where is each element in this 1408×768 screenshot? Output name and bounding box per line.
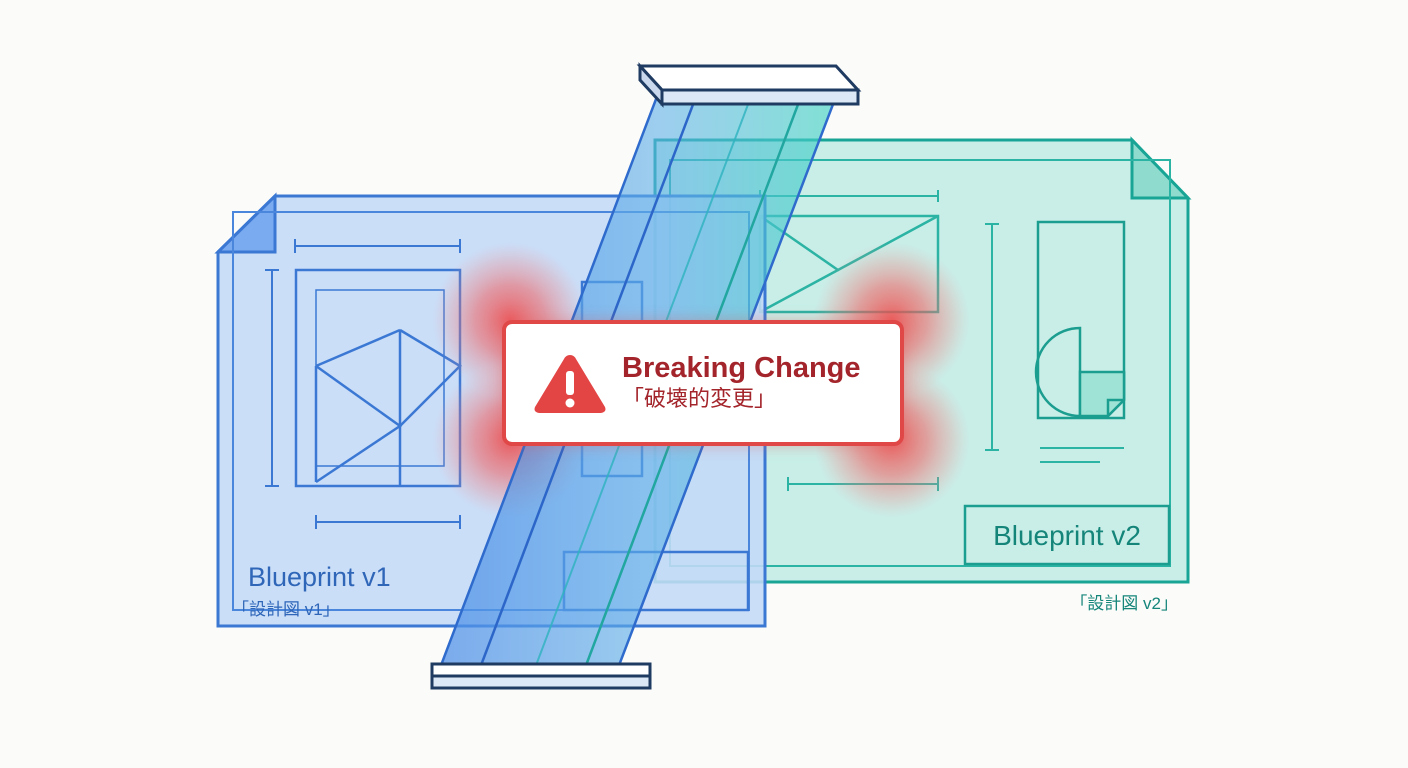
blueprint-v1-subtitle: 「設計図 v1」 <box>232 600 340 619</box>
alert-subtitle: 「破壊的変更」 <box>622 387 777 412</box>
blueprint-v2-title: Blueprint v2 <box>993 520 1141 551</box>
warning-triangle-icon <box>534 355 606 413</box>
blueprint-v2-subtitle: 「設計図 v2」 <box>1070 594 1178 613</box>
v2-folded-corner-icon <box>1130 136 1192 200</box>
v2-page-component-icon <box>1034 220 1126 420</box>
beam-bottom-cap <box>430 662 652 690</box>
breaking-change-alert: Breaking Change 「破壊的変更」 <box>502 320 904 446</box>
blueprint-v1-title: Blueprint v1 <box>248 562 391 592</box>
beam-top-cap <box>636 62 862 108</box>
v1-folded-corner-icon <box>214 192 277 254</box>
alert-title: Breaking Change <box>622 352 861 384</box>
v2-title-box <box>963 504 1171 566</box>
